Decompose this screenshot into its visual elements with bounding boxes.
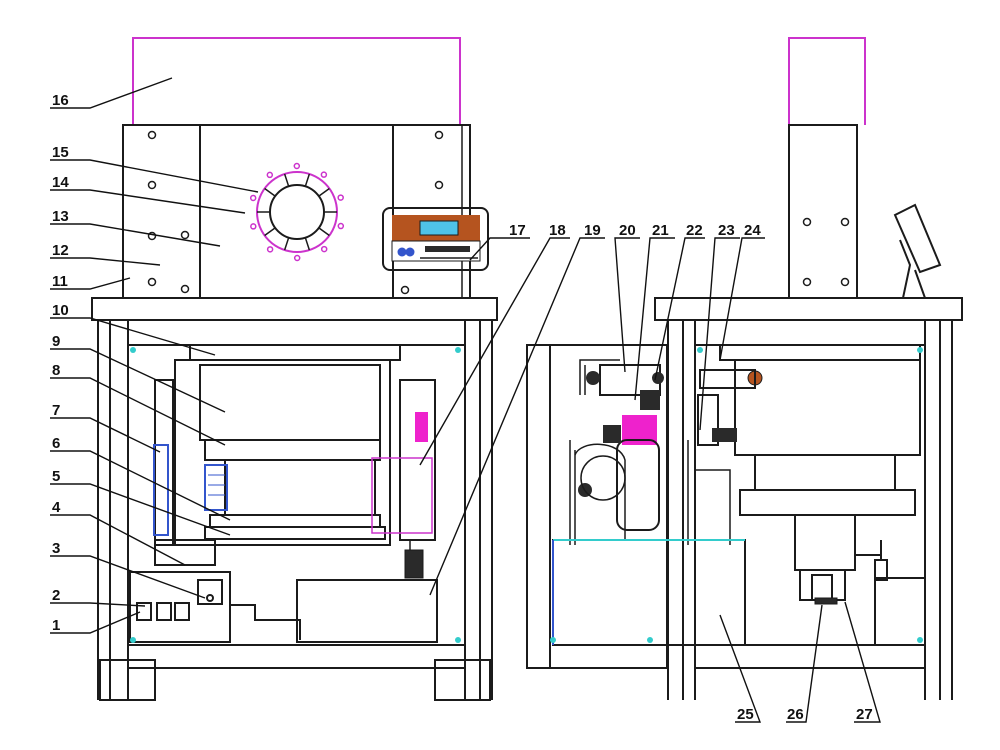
callout-8: 8 (52, 362, 60, 379)
callout-4: 4 (52, 499, 61, 516)
callout-18: 18 (549, 222, 566, 239)
callout-13: 13 (52, 208, 69, 225)
callout-9: 9 (52, 333, 60, 350)
callout-19: 19 (584, 222, 601, 239)
oil-tank-front (296, 579, 438, 643)
valve-block (569, 359, 763, 545)
die-pin (293, 162, 301, 170)
callout-15: 15 (52, 144, 69, 161)
die-segment (318, 187, 330, 197)
callout-7: 7 (52, 402, 60, 419)
die-segment (264, 227, 276, 237)
callout-20: 20 (619, 222, 636, 239)
callout-11: 11 (52, 273, 68, 290)
electrical-box (129, 539, 301, 643)
coil-block (204, 464, 228, 511)
die-pin (249, 194, 257, 202)
main-cylinder (154, 344, 436, 546)
front-view (91, 37, 498, 701)
limit-switch (415, 412, 428, 442)
callout-6: 6 (52, 435, 60, 452)
table-top-side (654, 297, 963, 321)
die-pin (337, 222, 345, 230)
callout-21: 21 (652, 222, 669, 239)
die-pin (293, 254, 301, 262)
callout-24: 24 (744, 222, 761, 239)
controller-box (382, 207, 489, 271)
callout-25: 25 (737, 706, 754, 723)
die-pin (337, 194, 344, 201)
leader-lines (50, 77, 881, 723)
safety-guard-front (132, 37, 461, 125)
callout-26: 26 (787, 706, 804, 723)
corner-brackets-side (550, 347, 923, 643)
callout-16: 16 (52, 92, 69, 109)
die-segment (283, 173, 290, 187)
callout-10: 10 (52, 302, 69, 319)
callout-17: 17 (509, 222, 526, 239)
pump-frame (526, 344, 668, 669)
callout-23: 23 (718, 222, 735, 239)
die-segment (283, 237, 290, 251)
slide-guide (371, 457, 433, 534)
callout-1: 1 (52, 617, 60, 634)
die-pin (320, 245, 328, 253)
die-segment (318, 227, 330, 237)
table-top-front (91, 297, 498, 321)
callout-3: 3 (52, 540, 60, 557)
callout-27: 27 (856, 706, 873, 723)
callout-14: 14 (52, 174, 69, 191)
safety-guard-side (788, 37, 866, 125)
callout-12: 12 (52, 242, 69, 259)
die-segment (304, 173, 311, 187)
die-ring (249, 162, 345, 262)
display-bracket (893, 203, 942, 299)
die-pin (266, 171, 274, 179)
die-pin (266, 246, 274, 253)
corner-brackets-front (130, 347, 461, 643)
die-segment (264, 187, 276, 197)
bolt-holes-front (147, 130, 444, 295)
die-pin (320, 171, 328, 178)
callout-22: 22 (686, 222, 703, 239)
side-view (526, 37, 963, 700)
die-segment (304, 237, 311, 251)
oil-tank-side (552, 539, 746, 646)
callout-5: 5 (52, 468, 60, 485)
crimper-head-side (788, 124, 858, 299)
table-legs-side (667, 320, 953, 700)
sensor-strip-left (153, 444, 169, 536)
crimper-head-plate (122, 124, 471, 299)
die-pin (250, 223, 257, 230)
callout-2: 2 (52, 587, 60, 604)
callout-labels: 1 2 3 4 5 6 7 8 9 10 11 12 13 14 15 16 1… (52, 92, 873, 723)
